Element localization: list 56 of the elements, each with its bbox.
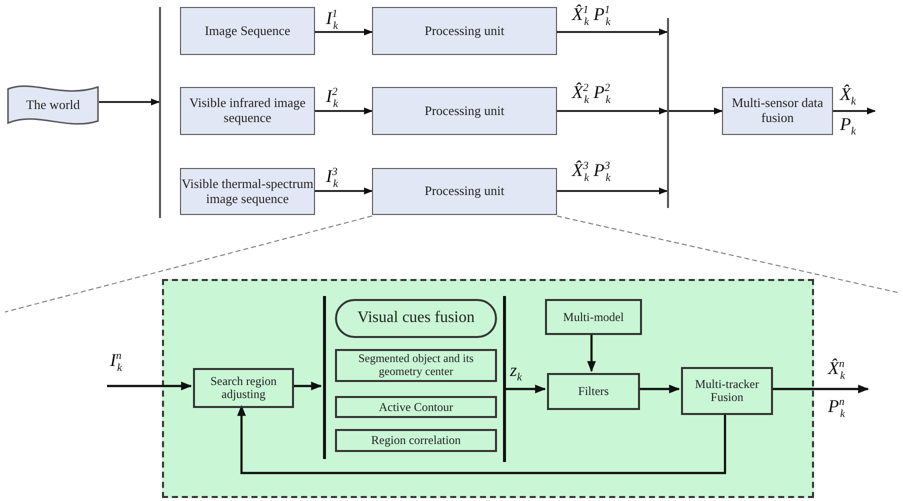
wavy-document-box bbox=[7, 83, 99, 127]
arrow bbox=[557, 107, 668, 115]
arrow bbox=[833, 107, 876, 115]
node-label: Processing unit bbox=[424, 184, 504, 199]
arrow bbox=[315, 187, 373, 195]
arrow bbox=[669, 107, 723, 115]
arrow bbox=[638, 384, 680, 394]
arrow bbox=[315, 28, 373, 36]
node-label: Visual cues fusion bbox=[357, 310, 475, 327]
node-label: The world bbox=[26, 98, 80, 112]
arrow bbox=[504, 384, 546, 394]
arrow bbox=[771, 384, 870, 394]
edge-label: X̂$_{k}$ bbox=[840, 84, 856, 108]
node-label: Processing unit bbox=[424, 104, 504, 118]
divider-bar bbox=[323, 296, 326, 459]
divider-bar bbox=[503, 296, 506, 462]
math-label: P$_{k}$ bbox=[840, 114, 856, 138]
node-label: Multi-model bbox=[563, 310, 624, 324]
zoom-panel bbox=[162, 279, 814, 498]
process-box bbox=[335, 396, 497, 418]
node-label: Region correlation bbox=[371, 434, 461, 447]
divider-bar bbox=[667, 18, 669, 208]
edge-label: z$_{k}$ bbox=[510, 360, 522, 384]
process-box bbox=[722, 87, 833, 135]
process-box bbox=[547, 373, 640, 410]
process-box bbox=[180, 87, 315, 135]
arrow bbox=[315, 107, 373, 115]
arrow bbox=[99, 98, 160, 106]
rounded-box bbox=[335, 299, 497, 338]
process-box bbox=[180, 7, 315, 55]
process-box bbox=[372, 168, 557, 215]
process-box bbox=[372, 7, 557, 55]
process-box bbox=[545, 299, 642, 335]
arrow bbox=[557, 187, 668, 195]
node-label: Filters bbox=[578, 385, 609, 398]
process-box bbox=[180, 168, 315, 215]
node-label: Segmented object and its geometry center bbox=[357, 353, 475, 378]
process-box bbox=[681, 367, 773, 415]
process-box bbox=[372, 87, 557, 135]
arrow bbox=[557, 28, 668, 36]
divider-bar bbox=[159, 7, 161, 218]
node-label: Search region adjusting bbox=[209, 375, 278, 401]
process-box bbox=[335, 429, 497, 452]
process-box bbox=[193, 368, 294, 408]
node-label: Active Contour bbox=[378, 400, 454, 414]
node-label: Multi-sensor data fusion bbox=[730, 96, 824, 126]
arrow bbox=[587, 333, 596, 372]
arrow bbox=[292, 382, 322, 390]
arrow bbox=[107, 382, 192, 390]
node-label: Visible infrared image sequence bbox=[188, 96, 307, 126]
node-label: Image Sequence bbox=[204, 24, 290, 38]
node-label: Multi-tracker Fusion bbox=[694, 378, 760, 404]
process-box bbox=[335, 349, 497, 382]
node-label: Processing unit bbox=[424, 24, 504, 38]
node-label: Visible thermal-spectrum image sequence bbox=[181, 176, 314, 206]
arrow bbox=[237, 404, 726, 474]
